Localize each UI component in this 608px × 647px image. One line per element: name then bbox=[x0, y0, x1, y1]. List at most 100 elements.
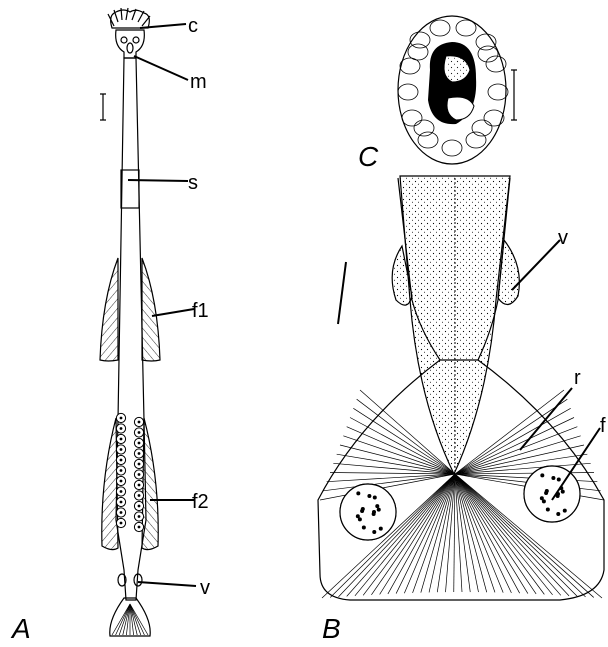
pad-granule bbox=[356, 514, 360, 518]
label-s: s bbox=[188, 172, 198, 194]
egg-nucleus bbox=[138, 421, 141, 424]
egg-nucleus bbox=[120, 459, 123, 462]
label-r: r bbox=[574, 367, 581, 389]
fin-ray bbox=[413, 474, 455, 593]
head bbox=[116, 30, 145, 58]
yolk-cell bbox=[402, 110, 422, 126]
egg-nucleus bbox=[120, 480, 123, 483]
yolk-cell bbox=[414, 120, 434, 136]
yolk-cell bbox=[456, 20, 476, 36]
panel-a-drawing bbox=[100, 8, 160, 636]
fin-ray bbox=[404, 474, 455, 593]
egg-nucleus bbox=[120, 448, 123, 451]
yolk-cell bbox=[408, 44, 428, 60]
pad-dots bbox=[340, 466, 580, 540]
pad-granule bbox=[546, 507, 550, 511]
egg-nucleus bbox=[138, 431, 141, 434]
tail-body bbox=[400, 176, 510, 474]
pad-granule bbox=[551, 476, 555, 480]
pad-granule bbox=[372, 530, 376, 534]
fin-f1-left bbox=[100, 258, 118, 361]
egg-nucleus bbox=[138, 452, 141, 455]
egg-nucleus bbox=[120, 417, 123, 420]
yolk-cell bbox=[442, 140, 462, 156]
label-v-a: v bbox=[200, 577, 210, 599]
pad-granule bbox=[563, 509, 567, 513]
ovary-eggs bbox=[116, 413, 143, 531]
pad-granule bbox=[367, 494, 371, 498]
fin-ray bbox=[455, 474, 528, 594]
egg-nucleus bbox=[120, 511, 123, 514]
ventral-ganglion bbox=[121, 170, 139, 208]
egg-nucleus bbox=[120, 522, 123, 525]
yolk-cell bbox=[488, 84, 508, 100]
fin-ray bbox=[330, 473, 455, 475]
mouth-opening bbox=[127, 43, 133, 53]
fin-ray bbox=[454, 474, 455, 592]
panel-label-a: A bbox=[10, 613, 31, 644]
fin-ray bbox=[340, 445, 455, 474]
label-f-b: f bbox=[600, 415, 606, 437]
eye-left bbox=[121, 37, 127, 43]
fin-f1-right bbox=[142, 258, 160, 361]
tail-ray bbox=[123, 604, 130, 635]
label-f2: f2 bbox=[192, 491, 209, 513]
egg-nucleus bbox=[120, 427, 123, 430]
pad-granule bbox=[540, 473, 544, 477]
yolk-cell bbox=[484, 110, 504, 126]
yolk-cell bbox=[398, 84, 418, 100]
yolk-cell bbox=[418, 132, 438, 148]
egg-nucleus bbox=[120, 438, 123, 441]
pad-granule bbox=[373, 496, 377, 500]
egg-nucleus bbox=[138, 526, 141, 529]
label-f1: f1 bbox=[192, 300, 209, 322]
scale-bar-b bbox=[338, 262, 346, 324]
label-m: m bbox=[190, 71, 207, 93]
fin-ray bbox=[446, 474, 455, 592]
pad-granule bbox=[561, 490, 565, 494]
panel-label-c: C bbox=[358, 141, 379, 172]
panel-c-drawing bbox=[398, 16, 517, 164]
pad-granule bbox=[372, 512, 376, 516]
egg-nucleus bbox=[120, 490, 123, 493]
pad-granule bbox=[556, 512, 560, 516]
yolk-cell bbox=[400, 58, 420, 74]
egg-nucleus bbox=[138, 494, 141, 497]
pad-granule bbox=[557, 478, 561, 482]
fin-ray bbox=[333, 463, 455, 474]
fin-f2-left bbox=[102, 418, 118, 550]
pad-outline bbox=[340, 484, 396, 540]
yolk-cell bbox=[410, 32, 430, 48]
label-v-b: v bbox=[558, 227, 568, 249]
pad-granule bbox=[545, 489, 549, 493]
fin-ray bbox=[455, 474, 520, 593]
nucleus-spot-lower bbox=[447, 97, 474, 120]
egg-nucleus bbox=[138, 515, 141, 518]
egg-nucleus bbox=[138, 473, 141, 476]
egg-nucleus bbox=[138, 442, 141, 445]
egg-nucleus bbox=[138, 505, 141, 508]
egg-nucleus bbox=[120, 469, 123, 472]
panel-label-b: B bbox=[322, 613, 341, 644]
pad-granule bbox=[540, 496, 544, 500]
fin-ray bbox=[343, 436, 455, 474]
scale-bar-a bbox=[100, 94, 106, 120]
egg-nucleus bbox=[120, 501, 123, 504]
fin-ray bbox=[323, 474, 455, 491]
egg-nucleus bbox=[138, 484, 141, 487]
label-c: c bbox=[188, 15, 198, 37]
pad-outline bbox=[524, 466, 580, 522]
panel-b-leaders bbox=[512, 240, 600, 500]
fin-f2-right bbox=[142, 418, 158, 550]
fin-ray bbox=[455, 473, 594, 475]
pad-granule bbox=[379, 527, 383, 531]
pad-granule bbox=[377, 508, 381, 512]
pad-granule bbox=[375, 504, 379, 508]
yolk-cell bbox=[430, 20, 450, 36]
pad-granule bbox=[356, 491, 360, 495]
egg-nucleus bbox=[138, 463, 141, 466]
pad-granule bbox=[362, 525, 366, 529]
head-cilia bbox=[108, 8, 150, 28]
fin-ray bbox=[429, 474, 455, 592]
